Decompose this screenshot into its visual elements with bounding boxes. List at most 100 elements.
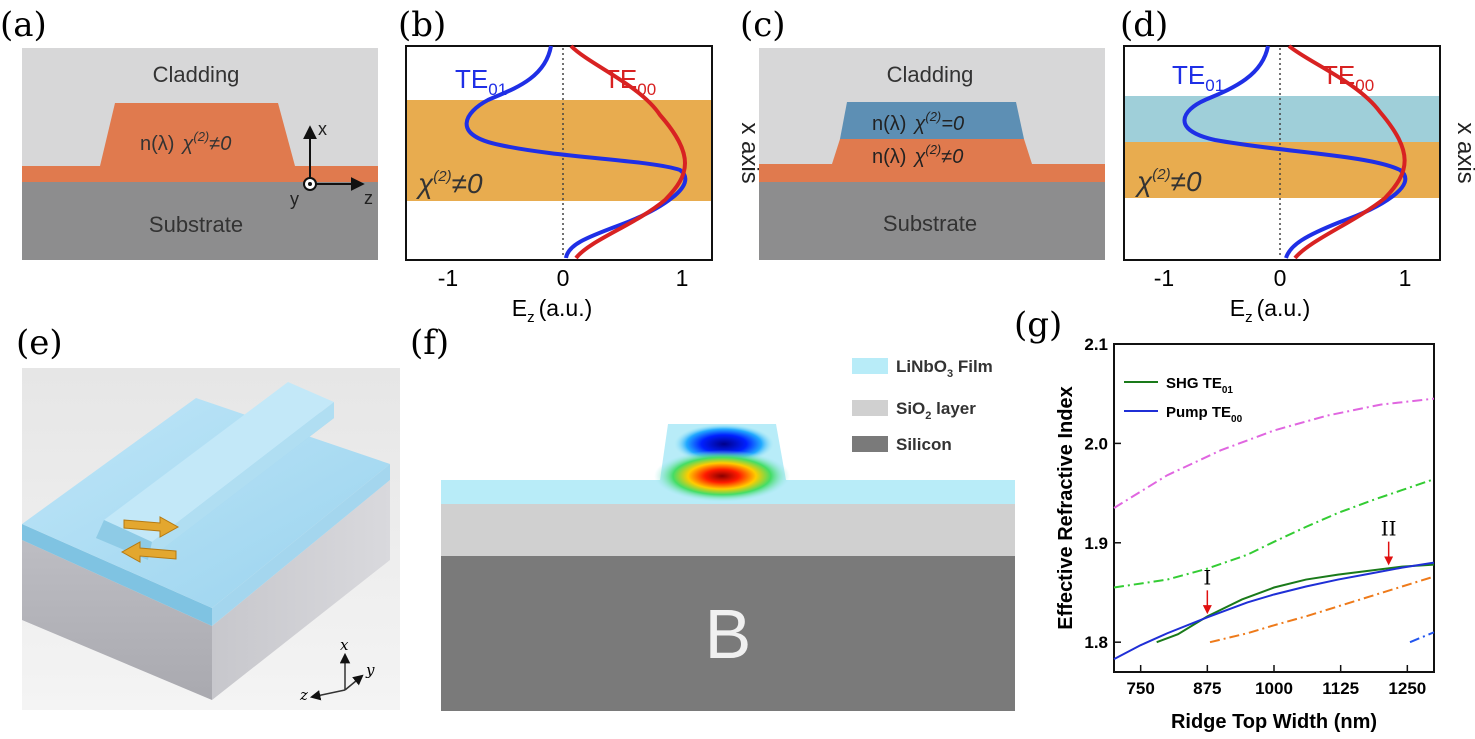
panel-f-legend-swatch-film <box>852 358 888 374</box>
panel-b-te01-curve <box>464 45 688 259</box>
panel-e-ridge-face <box>148 402 334 560</box>
panel-a-substrate-label: Substrate <box>149 212 243 237</box>
panel-b-y-axis-label: x axis <box>736 122 763 183</box>
chart-plot-frame <box>1113 343 1435 673</box>
panel-g-letter: (g) <box>1014 305 1062 345</box>
panel-c-upper-ridge <box>840 102 1024 139</box>
panel-a-slab <box>22 166 378 182</box>
panel-a-axis-z: z <box>364 188 373 208</box>
panel-e: (e) x y z <box>16 323 400 710</box>
panel-d-te00-curve <box>1287 44 1407 260</box>
series-line-0 <box>1156 563 1435 644</box>
panel-a-cladding-label: Cladding <box>153 62 240 87</box>
panel-a-y-dot <box>308 182 312 186</box>
panel-e-film-right <box>212 464 390 626</box>
legend-entry: SHG TE01 <box>1166 375 1233 396</box>
panel-b-frame <box>405 45 713 261</box>
panel-f-legend-silicon: Silicon <box>896 435 952 454</box>
panel-f-legend: LiNbO3 Film SiO2 layer Silicon <box>852 357 993 454</box>
panel-c-cladding-label: Cladding <box>887 62 974 87</box>
panel-e-film-front <box>22 524 212 626</box>
panel-b-tick-0: 0 <box>557 265 570 291</box>
chart-annotations: III <box>1202 517 1397 615</box>
y-tick-label: 2.0 <box>1084 434 1108 453</box>
panel-a-core-label: n(λ)χ(2)≠0 <box>140 129 231 155</box>
annotation-label: I <box>1203 565 1211 589</box>
panel-b-x-axis-label: Ez(a.u.) <box>512 295 593 326</box>
panel-e-axis-z: z <box>299 686 308 704</box>
legend-entry: Pump TE00 <box>1166 404 1243 425</box>
series-line-4 <box>1209 575 1435 644</box>
panel-d-x-axis-label: Ez(a.u.) <box>1230 295 1311 326</box>
x-tick-label: 1250 <box>1388 679 1426 698</box>
panel-a: (a) Cladding Substrate n(λ)χ(2)≠0 x y z <box>0 5 378 260</box>
panel-c: (c) Cladding Substrate n(λ)χ(2)=0 n(λ)χ(… <box>740 5 1105 260</box>
panel-e-axis-y: y <box>365 661 375 679</box>
series-line-1 <box>1113 561 1435 660</box>
panel-d-tick-neg1: -1 <box>1154 265 1174 291</box>
panel-b-tick-neg1: -1 <box>438 265 458 291</box>
panel-c-slab <box>759 164 1105 182</box>
y-tick-label: 1.8 <box>1084 633 1108 652</box>
panel-c-bottom-layer-label: n(λ)χ(2)≠0 <box>872 142 963 168</box>
y-tick-label: 1.9 <box>1084 534 1108 553</box>
series-line-3 <box>1113 478 1435 589</box>
annotation-label: II <box>1381 517 1397 541</box>
y-axis-label: Effective Refractive Index <box>1055 386 1077 629</box>
panel-d-te01-label: TE01 <box>1172 60 1224 95</box>
panel-e-ridge-top <box>104 382 334 542</box>
panel-d-y-axis-label: x axis <box>1452 122 1475 183</box>
panel-a-letter: (a) <box>0 5 47 45</box>
panel-c-top-layer-label: n(λ)χ(2)=0 <box>872 109 964 135</box>
panel-f-legend-swatch-sio2 <box>852 400 888 416</box>
panel-f-legend-sio2: SiO2 layer <box>896 399 976 422</box>
panel-b-te00-label: TE00 <box>604 64 656 99</box>
series-line-2 <box>1113 397 1435 509</box>
panel-f-watermark: B <box>705 595 752 673</box>
y-tick-label: 2.1 <box>1084 335 1108 354</box>
x-axis-label: Ridge Top Width (nm) <box>1171 711 1377 733</box>
panel-b-chi-label: χ(2)≠0 <box>415 168 483 199</box>
panel-e-backward-arrow-icon <box>120 541 177 563</box>
panel-f-mode-lobe-lower <box>654 450 790 502</box>
chart-series-group <box>1113 397 1435 660</box>
panel-f-legend-film: LiNbO3 Film <box>896 357 993 380</box>
panel-b-te00-curve <box>569 44 687 260</box>
panel-e-axis-x: x <box>340 636 349 654</box>
panel-d-tick-1: 1 <box>1399 265 1412 291</box>
panel-f-silicon <box>441 556 1015 711</box>
panel-a-axis-x: x <box>318 119 327 139</box>
panel-d-chi-label: χ(2)≠0 <box>1134 166 1202 197</box>
panel-d-te00-label: TE00 <box>1322 60 1374 95</box>
panel-a-ridge <box>100 103 295 166</box>
panel-d: (d) TE01 TE00 χ(2)≠0 x axis -1 0 1 Ez(a.… <box>1120 5 1475 326</box>
panel-a-substrate-region <box>22 182 378 260</box>
panel-c-lower-ridge <box>832 139 1032 164</box>
panel-e-letter: (e) <box>16 323 63 363</box>
panel-d-linear-band <box>1124 96 1440 142</box>
x-tick-label: 1125 <box>1322 679 1359 698</box>
panel-f-letter: (f) <box>410 323 449 363</box>
panel-f-sio2-layer <box>441 504 1015 556</box>
panel-d-tick-0: 0 <box>1274 265 1287 291</box>
panel-e-forward-arrow-icon <box>123 516 180 538</box>
x-tick-label: 750 <box>1126 679 1154 698</box>
panel-c-letter: (c) <box>740 5 786 45</box>
panel-d-te01-curve <box>1182 45 1408 259</box>
panel-d-frame <box>1123 45 1441 261</box>
panel-a-axis-y: y <box>290 189 299 209</box>
panel-e-block-right <box>212 480 390 700</box>
panel-d-letter: (d) <box>1120 5 1168 45</box>
panel-e-block-front <box>22 540 212 700</box>
series-line-5 <box>1409 631 1435 644</box>
panel-b-tick-1: 1 <box>676 265 689 291</box>
panel-c-substrate-label: Substrate <box>883 211 977 236</box>
panel-c-substrate-region <box>759 182 1105 260</box>
panel-f-legend-swatch-silicon <box>852 436 888 452</box>
panel-b-te01-label: TE01 <box>455 64 507 99</box>
panel-f: (f) B LiNbO3 Film SiO2 layer Silicon <box>410 323 1015 711</box>
